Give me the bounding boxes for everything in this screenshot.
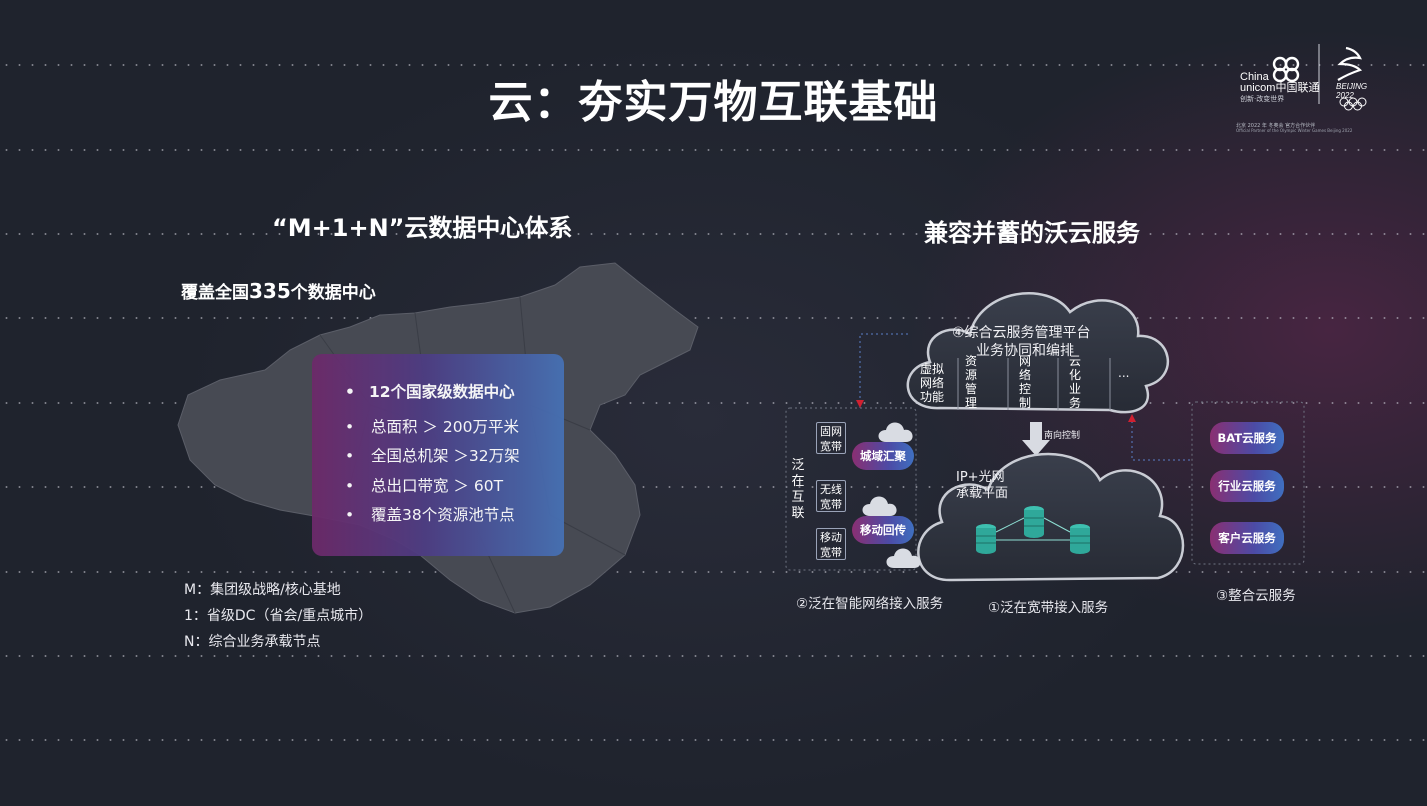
management-platform-subtitle: 业务协同和编排 (976, 343, 1074, 359)
beijing-2022-text: BEIJING 2022 (1336, 82, 1368, 100)
unicom-knot-icon (1272, 44, 1367, 111)
list-item: 总面积 ＞ 200万平米 (345, 413, 520, 443)
dotted-guide-line (0, 739, 1427, 741)
legend-item: N：综合业务承载节点 (184, 634, 321, 650)
dotted-guide-line (0, 149, 1427, 151)
cloud-diagram (785, 292, 1305, 582)
datacenter-stats-box: 12个国家级数据中心 总面积 ＞ 200万平米 全国总机架 ＞32万架 总出口带… (312, 354, 564, 556)
logo-slogan: 创新·改变世界 (1240, 95, 1285, 103)
column-resource-mgmt: 资源管理 (964, 354, 977, 410)
ubiquitous-interconnect-label: 泛在互联 (791, 458, 805, 521)
fixed-broadband-box: 固网宽带 (816, 422, 846, 454)
management-cloud-shape (906, 292, 1170, 414)
south-arrow-icon (1022, 422, 1050, 456)
left-group-frame (785, 407, 917, 571)
management-platform-title: ④综合云服务管理平台 (952, 325, 1091, 341)
bat-cloud-pill: BAT云服务 (1210, 422, 1284, 454)
slide-title: 云：夯实万物互联基础 (488, 77, 939, 128)
integrated-cloud-caption: ③整合云服务 (1216, 588, 1296, 604)
column-network-control: 网络控制 (1018, 354, 1031, 410)
stats-list: 12个国家级数据中心 总面积 ＞ 200万平米 全国总机架 ＞32万架 总出口带… (345, 378, 520, 531)
mn-legend: M：集团级战略/核心基地 1：省级DC（省会/重点城市） N：综合业务承载节点 (184, 577, 372, 655)
list-item: 覆盖38个资源池节点 (345, 501, 520, 531)
dotted-guide-line (0, 64, 1427, 66)
list-item: 12个国家级数据中心 (345, 378, 520, 408)
china-unicom-logo: China unicom中国联通 创新·改变世界 BEIJING 2022 北京… (1236, 42, 1386, 134)
metro-aggregation-pill: 城域汇聚 (852, 442, 914, 470)
right-heading: 兼容并蓄的沃云服务 (924, 219, 1140, 247)
dotted-guide-line (0, 402, 1427, 404)
dotted-guide-line (0, 655, 1427, 657)
industry-cloud-pill: 行业云服务 (1210, 470, 1284, 502)
bearer-plane-title-2: 承载平面 (956, 486, 1009, 501)
customer-cloud-pill: 客户云服务 (1210, 522, 1284, 554)
south-control-label: 南向控制 (1044, 431, 1081, 441)
legend-item: M：集团级战略/核心基地 (184, 582, 341, 598)
smart-network-caption: ②泛在智能网络接入服务 (796, 596, 944, 612)
database-icons (976, 506, 1090, 554)
olympic-emblem-icon (1337, 46, 1363, 81)
partner-en-text: Official Partner of the Olympic Winter G… (1236, 128, 1353, 133)
dotted-guide-line (0, 486, 1427, 488)
list-item: 全国总机架 ＞32万架 (345, 442, 520, 472)
column-more: ... (1118, 366, 1130, 380)
dotted-guide-line (0, 317, 1427, 319)
mobile-backhaul-pill: 移动回传 (852, 516, 914, 544)
legend-item: 1：省级DC（省会/重点城市） (184, 608, 373, 624)
column-vnf: 虚拟网络功能 (919, 362, 944, 404)
right-group-frame (1191, 401, 1305, 565)
column-cloud-business: 云化业务 (1068, 354, 1081, 410)
bearer-plane-title-1: IP+光网 (956, 470, 1005, 485)
partner-cn-text: 北京 2022 年 冬奥会 官方合作伙伴 (1236, 123, 1316, 129)
list-item: 总出口带宽 ＞ 60T (345, 472, 520, 502)
dotted-guide-line (0, 571, 1427, 573)
mobile-broadband-box: 移动宽带 (816, 528, 846, 560)
broadband-caption: ①泛在宽带接入服务 (988, 600, 1109, 616)
left-heading: “M+1+N”云数据中心体系 (272, 214, 573, 242)
logo-brand-text: China unicom中国联通 (1240, 71, 1320, 94)
coverage-text: 覆盖全国335个数据中心 (181, 279, 376, 303)
dotted-guide-line (0, 233, 1427, 235)
wireless-broadband-box: 无线宽带 (816, 480, 846, 512)
